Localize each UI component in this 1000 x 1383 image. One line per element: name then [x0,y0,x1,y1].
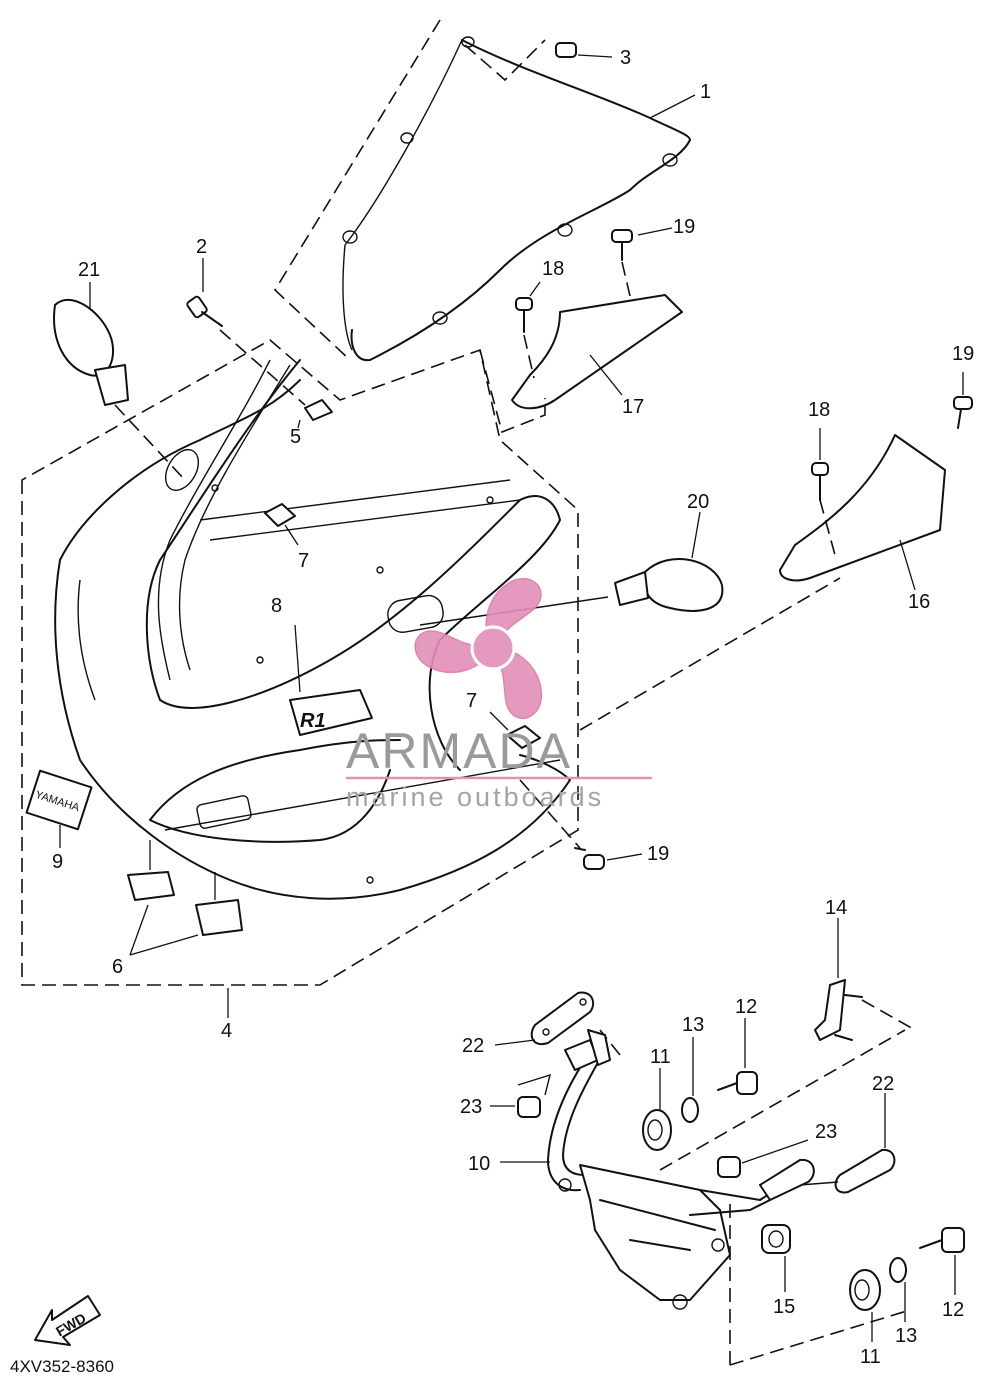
part-label-18-upper: 18 [542,258,564,280]
screw-part-18-right [811,428,836,556]
bracket-part-22-upper [494,991,595,1046]
nut-part-7-lower [489,711,541,749]
leader-lines [227,94,696,1018]
part-label-7-lower: 7 [466,690,477,712]
grommet-part-11-upper [642,1068,672,1151]
watermark-brand: ARMADA [346,723,572,779]
part-label-19-lower: 19 [647,843,669,865]
part-label-1: 1 [700,81,711,103]
diagram-code: 4XV352-8360 [10,1357,114,1376]
nut-part-23-right [717,1139,809,1178]
part-label-23-left: 23 [460,1096,482,1118]
part-label-12-lower: 12 [942,1299,964,1321]
screw-part-18-upper [515,281,541,379]
bolt-part-2 [186,258,223,327]
r1-decal: R1 [289,689,373,736]
part-label-8: 8 [271,595,282,617]
watermark-tagline: marine outboards [346,782,604,812]
grommet-part-11-lower [849,1269,881,1342]
yamaha-emblem: YAMAHA [25,769,93,848]
part-label-5: 5 [290,426,301,448]
part-label-17: 17 [622,396,644,418]
part-label-12-upper: 12 [735,996,757,1018]
washer-part-13-upper [681,1037,699,1123]
upper-cowling [21,339,579,986]
collar-part-15 [761,1224,791,1292]
armada-watermark: ARMADA marine outboards [346,578,652,812]
part-label-11-lower: 11 [860,1346,881,1368]
propeller-logo-icon [414,578,543,720]
part-label-11-upper: 11 [650,1046,671,1068]
part-label-7-upper: 7 [298,550,309,572]
part-label-22-lower: 22 [872,1073,894,1095]
part-label-20: 20 [687,491,709,513]
cowling-stay-10 [500,1029,911,1366]
part-label-2: 2 [196,236,207,258]
part-label-16: 16 [908,591,930,613]
nut-part-23-left [490,1073,551,1118]
part-label-4: 4 [221,1020,232,1042]
bolt-part-12-lower [919,1227,965,1295]
part-label-13-upper: 13 [682,1014,704,1036]
nut-part-7-upper [264,503,299,546]
screw-part-3 [464,39,613,82]
part-label-10: 10 [468,1153,490,1175]
part-label-19-upper: 19 [673,216,695,238]
part-label-6: 6 [112,956,123,978]
part-label-23-right: 23 [815,1121,837,1143]
washer-part-13-lower [889,1257,907,1322]
part-label-22-upper: 22 [462,1035,484,1057]
bolt-part-12-upper [717,1018,758,1095]
mirror-left [53,282,186,481]
windscreen [273,19,691,362]
screw-part-19-upper [611,227,673,297]
part-label-13-lower: 13 [895,1325,917,1347]
clip-part-5 [219,329,333,429]
part-label-15: 15 [773,1296,795,1318]
part-label-19-right: 19 [952,343,974,365]
part-label-18-right: 18 [808,399,830,421]
part-label-9: 9 [52,851,63,873]
part-label-3: 3 [620,47,631,69]
inner-panel-17 [479,294,683,434]
bracket-part-14 [814,918,916,1041]
mirror-right [419,511,724,626]
part-number-labels: 1 2 3 4 5 6 7 7 8 9 10 11 11 12 12 13 13… [52,47,974,1368]
part-label-21: 21 [78,259,100,281]
screw-part-19-right [953,372,973,429]
r1-logo-text: R1 [300,710,326,732]
screw-part-19-lower [519,779,643,870]
part-label-14: 14 [825,897,847,919]
grommets-part-6 [127,840,243,956]
bracket-part-22-lower [759,1093,896,1201]
inner-panel-16 [579,434,946,731]
fwd-arrow-icon: FWD [34,1295,101,1346]
